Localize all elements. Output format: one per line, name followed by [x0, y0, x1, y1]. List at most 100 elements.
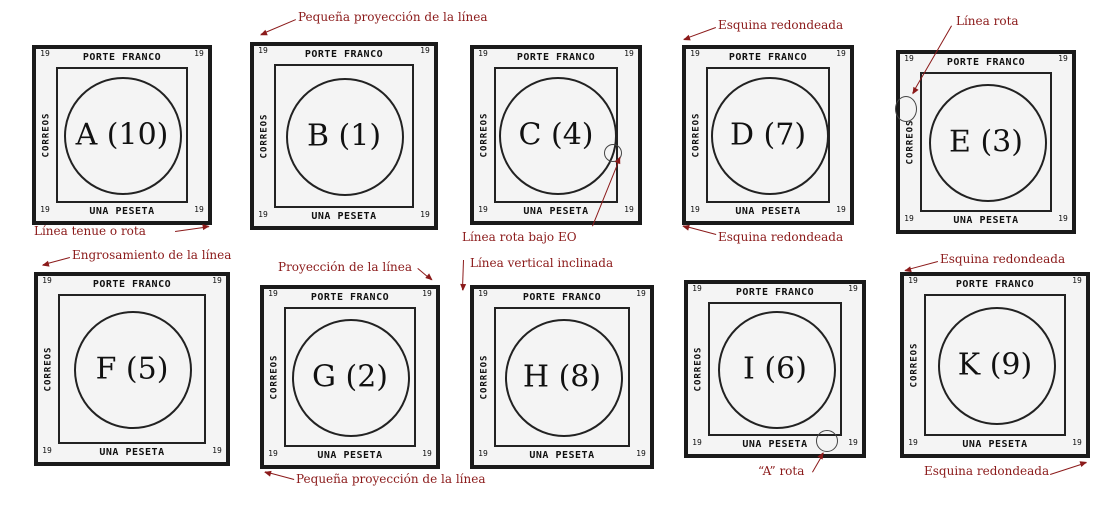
- annotation-label: Pequeña proyección de la línea: [296, 472, 486, 486]
- corner-number: 19: [422, 449, 432, 458]
- annotation-label: Línea rota bajo EO: [462, 230, 577, 244]
- stamp-f: 19 19 19 19 PORTE FRANCO UNA PESETA CORR…: [34, 272, 230, 466]
- corner-number: 19: [194, 49, 204, 58]
- stamp-bottom-text: UNA PESETA: [529, 450, 595, 461]
- corner-number: 19: [478, 289, 488, 298]
- stamp-frame: [494, 307, 630, 447]
- stamp-top-text: PORTE FRANCO: [92, 279, 172, 290]
- annotation-arrow: [683, 27, 716, 40]
- annotation-label: Esquina redondeada: [718, 18, 844, 32]
- corner-number: 19: [690, 205, 700, 214]
- corner-number: 19: [258, 46, 268, 55]
- stamp-bottom-text: UNA PESETA: [962, 439, 1028, 450]
- stamp-k: 19 19 19 19 PORTE FRANCO UNA PESETA CORR…: [900, 272, 1090, 458]
- corner-number: 19: [636, 289, 646, 298]
- stamp-c: 19 19 19 19 PORTE FRANCO UNA PESETA CORR…: [470, 45, 642, 225]
- stamp-top-text: PORTE FRANCO: [304, 49, 384, 60]
- stamp-frame: [494, 67, 618, 203]
- annotation-arrow: [265, 471, 295, 480]
- stamp-frame: [924, 294, 1066, 436]
- stamp-frame: [708, 302, 842, 436]
- annotation-label: Pequeña proyección de la línea: [298, 10, 488, 24]
- annotation-label: Línea rota: [956, 14, 1019, 28]
- stamp-frame: [56, 67, 188, 203]
- corner-number: 19: [40, 205, 50, 214]
- stamp-label: A (10): [75, 117, 169, 153]
- annotation-arrow: [461, 259, 464, 290]
- stamp-circle: [718, 311, 836, 429]
- stamp-circle: [286, 78, 404, 196]
- annotation-arrow: [1050, 462, 1087, 475]
- stamp-bottom-text: UNA PESETA: [523, 206, 589, 217]
- annotation-label: Proyección de la línea: [278, 260, 413, 274]
- stamp-circle: [499, 77, 617, 195]
- stamp-label: K (9): [957, 347, 1033, 383]
- corner-number: 19: [40, 49, 50, 58]
- stamp-top-text: PORTE FRANCO: [516, 52, 596, 63]
- corner-number: 19: [1072, 438, 1082, 447]
- stamp-circle: [64, 77, 182, 195]
- stamp-label: G (2): [312, 359, 388, 395]
- stamp-label: C (4): [518, 117, 594, 153]
- corner-number: 19: [1058, 54, 1068, 63]
- corner-number: 19: [212, 276, 222, 285]
- corner-number: 19: [624, 205, 634, 214]
- stamp-frame: [274, 64, 414, 208]
- stamp-top-text: PORTE FRANCO: [946, 57, 1026, 68]
- stamp-top-text: PORTE FRANCO: [955, 279, 1035, 290]
- annotation-label: Engrosamiento de la línea: [72, 248, 232, 262]
- corner-number: 19: [692, 438, 702, 447]
- annotation-label: Esquina redondeada: [718, 230, 844, 244]
- corner-number: 19: [908, 438, 918, 447]
- stamp-top-text: PORTE FRANCO: [82, 52, 162, 63]
- stamp-e: 19 19 19 19 PORTE FRANCO UNA PESETA CORR…: [896, 50, 1076, 234]
- annotation-arrow: [417, 268, 432, 281]
- corner-number: 19: [690, 49, 700, 58]
- stamp-top-text: PORTE FRANCO: [522, 292, 602, 303]
- corner-number: 19: [268, 449, 278, 458]
- stamp-label: H (8): [522, 359, 602, 395]
- stamp-label: D (7): [729, 117, 807, 153]
- annotation-arrow: [683, 225, 717, 235]
- stamp-bottom-text: UNA PESETA: [317, 450, 383, 461]
- corner-number: 19: [258, 210, 268, 219]
- stamp-d: 19 19 19 19 PORTE FRANCO UNA PESETA CORR…: [682, 45, 854, 225]
- stamp-circle: [938, 307, 1056, 425]
- annotation-label: “A” rota: [758, 464, 805, 478]
- corner-number: 19: [836, 49, 846, 58]
- stamp-bottom-text: UNA PESETA: [311, 211, 377, 222]
- stamp-label: F (5): [95, 351, 169, 387]
- corner-number: 19: [212, 446, 222, 455]
- stamp-h: 19 19 19 19 PORTE FRANCO UNA PESETA CORR…: [470, 285, 654, 469]
- stamp-circle: [74, 311, 192, 429]
- stamp-circle: [711, 77, 829, 195]
- corner-number: 19: [420, 210, 430, 219]
- annotation-label: Línea tenue o rota: [34, 224, 146, 238]
- annotation-arrow: [42, 257, 70, 266]
- stamp-bottom-text: UNA PESETA: [89, 206, 155, 217]
- annotation-arrow: [175, 226, 209, 232]
- stamp-bottom-text: UNA PESETA: [953, 215, 1019, 226]
- stamp-bottom-text: UNA PESETA: [735, 206, 801, 217]
- stamp-i: 19 19 19 19 PORTE FRANCO UNA PESETA CORR…: [684, 280, 866, 458]
- annotation-label: Esquina redondeada: [924, 464, 1050, 478]
- stamp-frame: [284, 307, 416, 447]
- corner-number: 19: [1072, 276, 1082, 285]
- corner-number: 19: [478, 205, 488, 214]
- stamp-b: 19 19 19 19 PORTE FRANCO UNA PESETA CORR…: [250, 42, 438, 230]
- stamp-bottom-text: UNA PESETA: [742, 439, 808, 450]
- corner-number: 19: [848, 284, 858, 293]
- corner-number: 19: [848, 438, 858, 447]
- corner-number: 19: [836, 205, 846, 214]
- defect-ring: [895, 96, 917, 122]
- corner-number: 19: [42, 446, 52, 455]
- annotation-label: Línea vertical inclinada: [470, 256, 614, 270]
- corner-number: 19: [904, 54, 914, 63]
- corner-number: 19: [624, 49, 634, 58]
- stamp-top-text: PORTE FRANCO: [728, 52, 808, 63]
- corner-number: 19: [422, 289, 432, 298]
- stamp-circle: [505, 319, 623, 437]
- stamp-top-text: PORTE FRANCO: [735, 287, 815, 298]
- stamp-g: 19 19 19 19 PORTE FRANCO UNA PESETA CORR…: [260, 285, 440, 469]
- corner-number: 19: [908, 276, 918, 285]
